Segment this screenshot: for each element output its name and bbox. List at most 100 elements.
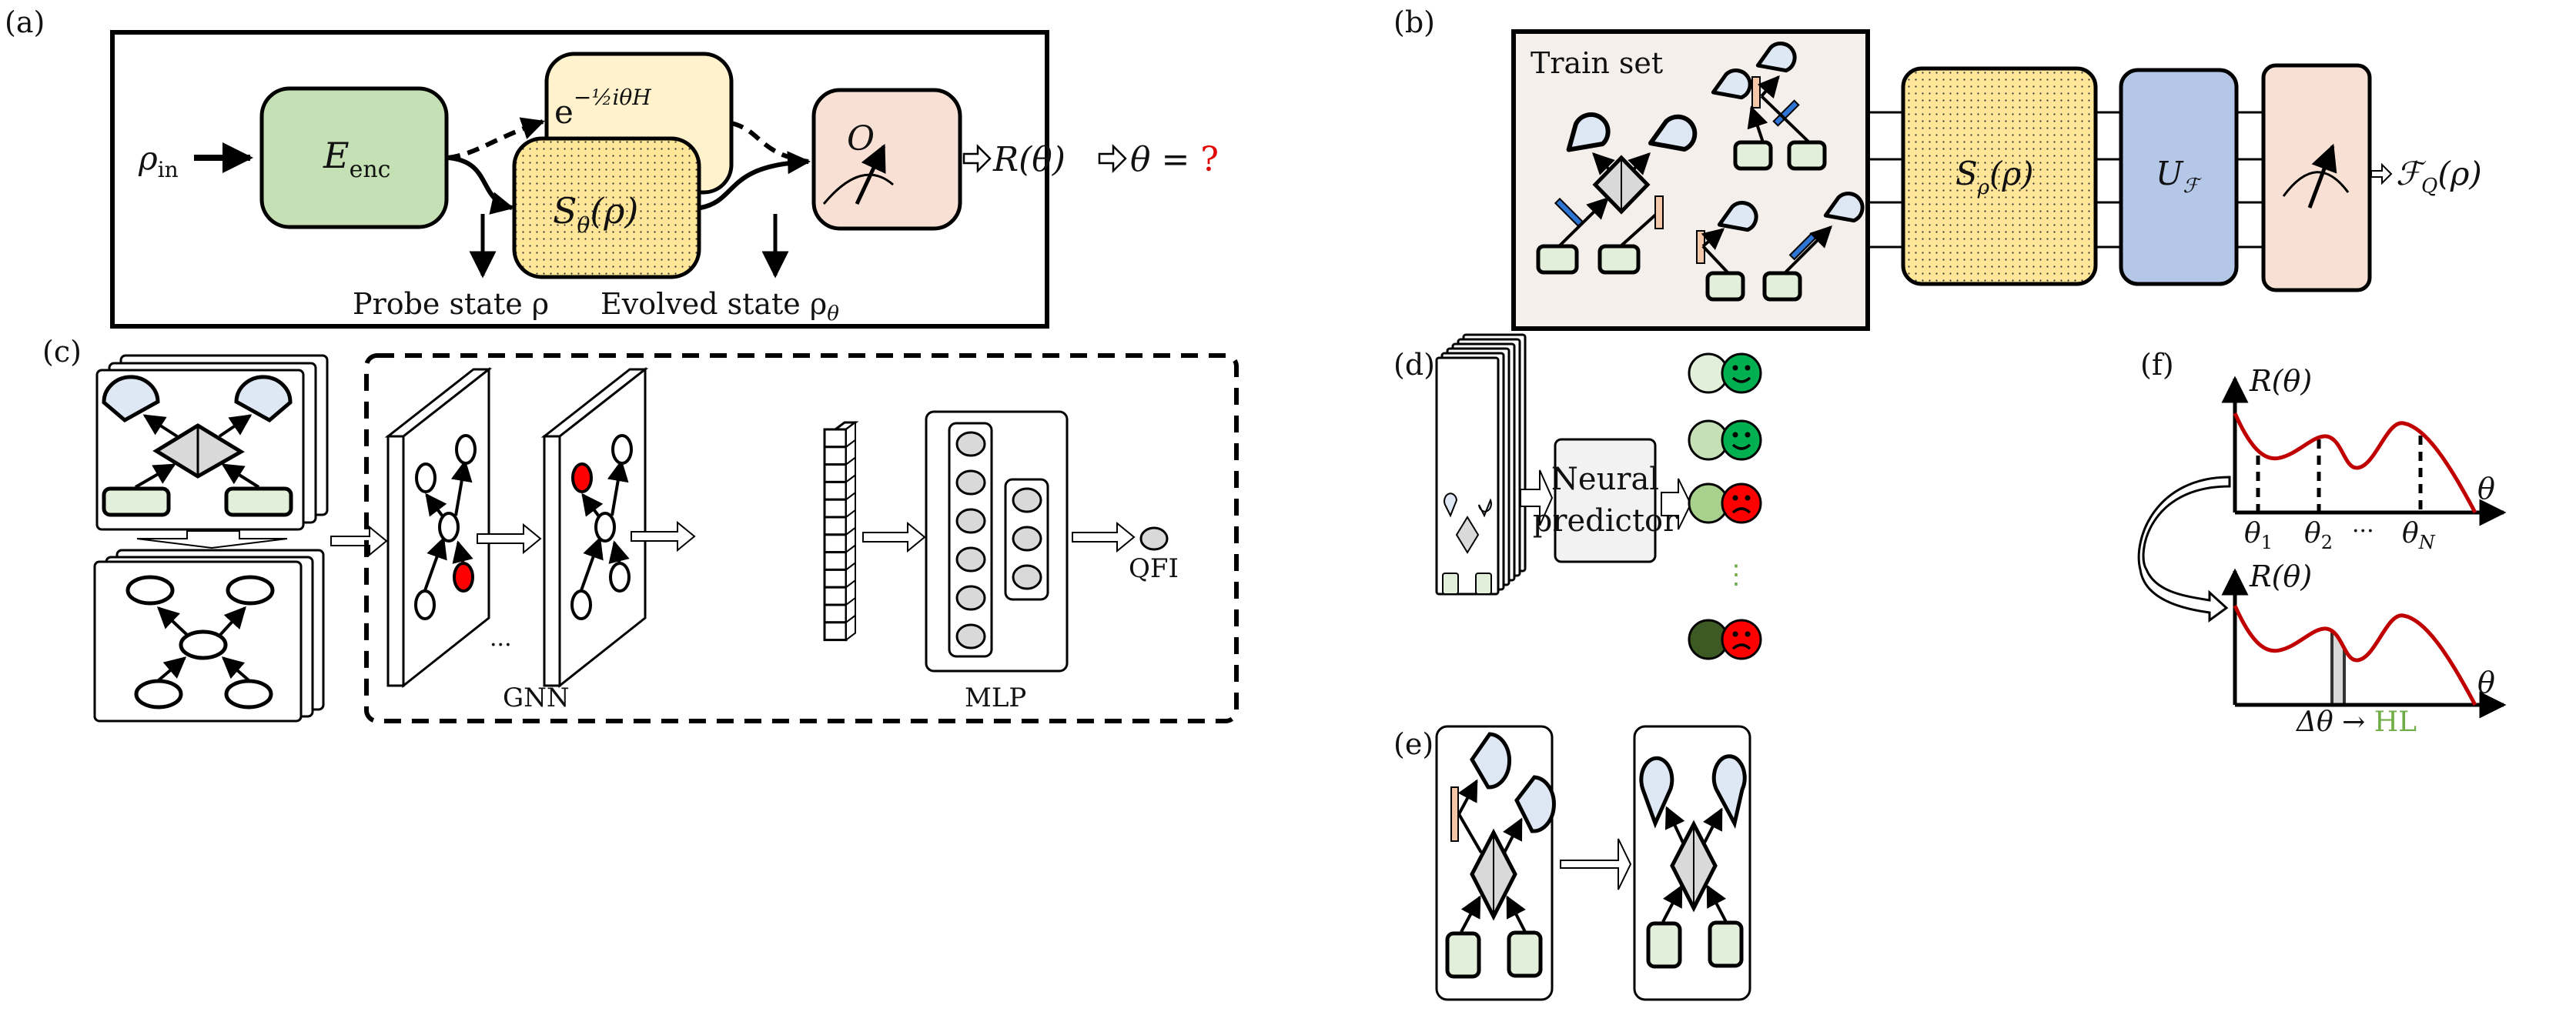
precision-band [2332, 631, 2344, 704]
theta-2-tick: θ2 [2304, 518, 2333, 553]
qfi-output-node [1139, 526, 1169, 551]
vector-cell [823, 533, 848, 554]
neuron [955, 431, 986, 457]
vector-cell [823, 551, 848, 571]
feature-vector [823, 421, 859, 642]
encoder-block [259, 86, 449, 229]
waveplate-icon [1554, 197, 1584, 228]
prediction-results [1688, 352, 1762, 660]
train-setup-4 [1762, 193, 1862, 302]
dashed-arrow-to-hamiltonian [447, 117, 545, 160]
neuron [1012, 564, 1042, 590]
x-axis-label: θ [2477, 472, 2495, 506]
source-icon [1536, 244, 1579, 275]
y-axis-label: R(θ) [2249, 559, 2312, 593]
refine-arrow-icon [2137, 476, 2231, 623]
neuron [1012, 487, 1042, 513]
beam-splitter-icon [1455, 516, 1480, 554]
vector-cell [823, 498, 848, 519]
input-arrow-icon [330, 525, 388, 557]
plot-top: R(θ) θ θ1 θ2 ··· θN [2221, 364, 2507, 553]
implies-arrow-icon-2 [1098, 143, 1127, 174]
response-curve [2233, 412, 2477, 514]
panel-e: (e) [1393, 725, 1751, 1001]
unitary-block [2119, 68, 2239, 286]
train-setup-1 [1536, 110, 1694, 275]
detector-icon [102, 375, 160, 423]
neuron [955, 469, 986, 496]
qfi-label: QFI [1129, 553, 1179, 584]
response-curve [2233, 604, 2477, 706]
rho-in-label: ρin [138, 139, 179, 182]
convert-arrow-icon [136, 530, 288, 549]
sensor-block-b [1901, 66, 2098, 286]
gnn-layer-2 [540, 366, 649, 689]
source-icon [1442, 573, 1459, 595]
train-set-box [1511, 29, 1870, 331]
probe-state-label: Probe state ρ [353, 287, 549, 321]
theta-n-tick: θN [2402, 518, 2436, 553]
predictor-line1: Neural [1551, 462, 1659, 497]
fisher-label: ℱQ(ρ) [2396, 155, 2482, 198]
implies-arrow-icon [962, 143, 992, 174]
train-setup-2 [1713, 43, 1827, 171]
sad-face-icon [1721, 482, 1762, 524]
train-setup-3 [1696, 202, 1756, 302]
more-results-ellipsis: ⋮ [1723, 559, 1749, 590]
happy-face-icon [1721, 352, 1762, 394]
detector-icon [234, 375, 293, 423]
sensor-b-label: Sρ(ρ) [1955, 155, 2034, 199]
hamiltonian-label: e−½iθH [554, 85, 651, 131]
panel-b: (b) Train set [1393, 5, 2482, 331]
dataset-card [1435, 356, 1500, 596]
source-icon [1475, 573, 1492, 595]
detector-icon [1711, 754, 1747, 830]
panel-d: (d) Neural predictor ⋮ [1393, 333, 1762, 660]
highlighted-node [453, 562, 474, 593]
panel-f-label: (f) [2140, 348, 2174, 382]
detector-icon [1470, 732, 1512, 790]
vector-cell [823, 516, 848, 536]
source-icon [224, 486, 293, 517]
graph-edges [156, 606, 250, 682]
phase-plate-icon [1450, 786, 1459, 842]
vector-cell [823, 621, 848, 642]
source-icon [1646, 921, 1682, 969]
detector-icon [1444, 492, 1458, 518]
arrow-to-measure [700, 151, 811, 210]
measurement-block-b [2261, 63, 2372, 292]
panel-f: (f) R(θ) θ θ1 θ2 ··· θN [2137, 348, 2507, 738]
panel-e-label: (e) [1393, 727, 1434, 761]
happy-face-icon [1721, 419, 1762, 461]
neuron [955, 585, 986, 611]
source-icon [1445, 931, 1481, 979]
y-axis-label: R(θ) [2249, 364, 2312, 398]
vector-cell [823, 568, 848, 589]
source-icon [102, 486, 171, 517]
implies-arrow-icon [2370, 162, 2393, 185]
vector-cell [823, 446, 848, 466]
x-axis-label: θ [2477, 666, 2495, 699]
mlp-label: MLP [965, 683, 1026, 713]
sensor-block [512, 136, 701, 279]
observable-label: O [847, 119, 875, 159]
vector-cell [823, 463, 848, 483]
source-icon [1507, 930, 1543, 978]
neuron [955, 546, 986, 573]
precision-caption: Δθ → HL [2295, 706, 2417, 738]
vector-cell [823, 586, 848, 606]
neuron [955, 623, 986, 649]
encoder-label: Eenc [323, 135, 390, 183]
readout-label: R(θ) [992, 140, 1066, 179]
source-icon [1597, 244, 1641, 275]
panel-b-label: (b) [1393, 5, 1435, 39]
train-set-label: Train set [1531, 46, 1663, 80]
input-arrow-icon [1520, 469, 1554, 526]
dashed-arrow-to-measure [731, 121, 809, 164]
gnn-label: GNN [503, 683, 570, 713]
meter-arc-icon [822, 173, 894, 205]
detector-icon [1639, 756, 1674, 829]
mlp-layer-1 [948, 422, 993, 658]
detector-icon [1478, 498, 1492, 518]
measurement-block [811, 88, 962, 231]
